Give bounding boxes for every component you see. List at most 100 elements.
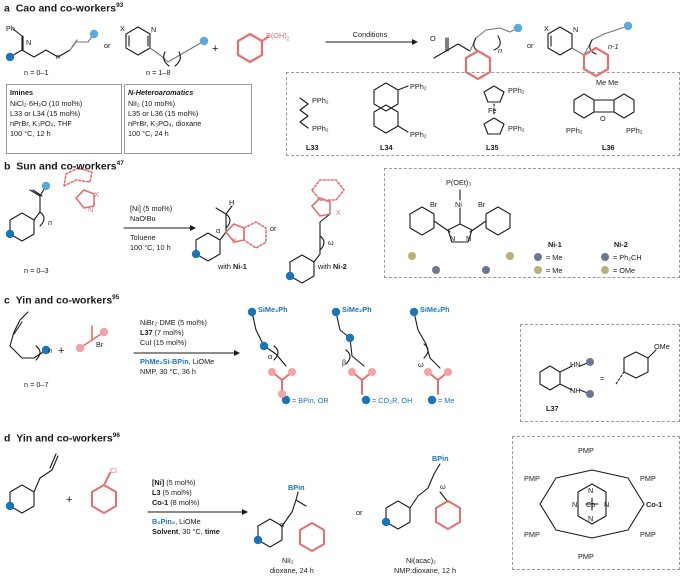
b-cond1: [Ni] (5 mol%) — [130, 204, 173, 213]
d-cond1: [Ni] (5 mol%) — [152, 478, 196, 487]
imines-line1: NiCl₂·6H₂O (10 mol%) — [10, 99, 83, 108]
b-n-sub: n — [48, 218, 53, 227]
L34-pph2-top: PPh₂ — [410, 82, 427, 91]
L36-me: Me Me — [596, 78, 619, 87]
c-alpha: α — [268, 352, 273, 361]
d-prod1-cond: dioxane, 24 h — [270, 566, 314, 575]
prod-n-label: N — [573, 25, 579, 34]
imines-line4: 100 °C, 12 h — [10, 129, 51, 138]
imines-line3: nPrBr, K₃PO₄, THF — [10, 119, 72, 128]
plus-c: + — [58, 345, 65, 357]
ligand-L36 — [573, 93, 635, 119]
b-cond4: 100 °C, 10 h — [130, 243, 171, 252]
b-x-prod2: X — [336, 208, 341, 217]
co1-label: Co-1 — [646, 500, 663, 509]
prod-n1-label: n-1 — [608, 42, 619, 51]
pmp-left-top: PMP — [524, 474, 540, 483]
imines-title: Imines — [10, 88, 34, 97]
d-alpha: α — [280, 520, 285, 529]
d-or: or — [356, 508, 363, 517]
ligand-box-a — [286, 72, 680, 156]
heteroarene-product — [547, 25, 629, 56]
conditions-label: Conditions — [352, 30, 388, 39]
azole-reagent-b — [63, 167, 95, 209]
plus-d: + — [66, 494, 73, 506]
pmp-bottom: PMP — [578, 552, 594, 561]
c-legend-2: = CO₂R, OH — [372, 396, 413, 405]
ni-center: Ni — [455, 200, 462, 209]
nhc-n-right: N — [466, 234, 472, 243]
ni1-b: = Me — [546, 266, 563, 275]
product-ni2 — [289, 213, 331, 284]
d-bpin-1: BPin — [288, 483, 305, 492]
heteroarene-substrate — [125, 26, 205, 67]
product-d-alpha-aryl — [299, 522, 325, 552]
imine-substrate — [9, 28, 95, 58]
or-a2: or — [527, 41, 534, 50]
por-n-right: N — [604, 500, 610, 509]
c-legend-3: = Me — [438, 396, 455, 405]
L35-fe: Fe — [488, 106, 497, 115]
plus-a: + — [212, 43, 219, 55]
panel-d-header: d Yin and co-workers96 — [4, 432, 120, 445]
L35-label: L35 — [486, 143, 499, 152]
catalyst-box-b — [384, 168, 680, 278]
imines-conditions-box — [6, 84, 122, 154]
het-title: N-Heteroaromatics — [128, 88, 194, 97]
het-line1: NiI₂ (10 mol%) — [128, 99, 176, 108]
b-or: or — [270, 224, 277, 233]
panel-a-header: a Cao and co-workers93 — [4, 2, 124, 15]
het-n-label: N — [151, 25, 157, 34]
br-right: Br — [478, 200, 486, 209]
b-alpha: α — [216, 226, 221, 235]
ligand-L34 — [373, 82, 409, 134]
br-left: Br — [430, 200, 438, 209]
L36-label: L36 — [602, 143, 615, 152]
het-x-label: X — [120, 24, 125, 33]
b-h-label: H — [229, 198, 235, 207]
ligand-box-c — [520, 324, 680, 422]
L34-pph2-bottom: PPh₂ — [410, 130, 427, 139]
ni2-title: Ni-2 — [614, 240, 628, 249]
pmp-top: PMP — [578, 446, 594, 455]
L37-label: L37 — [546, 404, 559, 413]
product-ni1-azole — [225, 221, 267, 249]
c-range: n = 0–7 — [24, 380, 49, 389]
imine-range: n = 0–1 — [24, 68, 49, 77]
ligand-L33 — [299, 97, 309, 129]
d-prod2-cond: NMP:dioxane, 12 h — [394, 566, 457, 575]
product-d-omega — [385, 463, 449, 530]
alkene-substrate-b — [9, 185, 47, 242]
L36-pph2-right: PPh₂ — [626, 126, 643, 135]
por-n-left: N — [572, 500, 578, 509]
with-ni1: with Ni-1 — [218, 262, 247, 271]
b-omega: ω — [328, 238, 334, 247]
ketone-n-label: n — [498, 46, 503, 55]
L35-pph2-top: PPh₂ — [508, 86, 525, 95]
product-d-omega-aryl — [435, 500, 461, 530]
b-x-label: X — [94, 190, 99, 199]
product-ni2-azole — [311, 179, 345, 217]
alkyl-bromide-c — [79, 325, 105, 349]
c-legend-1: = BPin, OR — [292, 396, 329, 405]
catalyst-box-d — [512, 436, 680, 570]
c-br: Br — [96, 340, 104, 349]
b-n-label: N — [88, 205, 94, 214]
d-omega: ω — [440, 482, 446, 491]
ni-nhc-catalyst — [409, 189, 511, 243]
allylarene-substrate — [9, 453, 59, 514]
d-prod1-cat: NiI₂ — [282, 556, 294, 565]
aryl-boronic-acid — [236, 32, 270, 64]
product-c-alkyl-red — [271, 371, 449, 395]
d-cond2: L3 (5 mol%) — [152, 488, 192, 497]
c-cond3: CuI (15 mol%) — [140, 338, 187, 347]
co-center: Co — [586, 500, 596, 509]
d-cond4: B₂Pin₂, LiOMe — [152, 517, 201, 526]
d-cond3: Co-1 (8 mol%) — [152, 498, 200, 507]
L37-nh-top: HN — [570, 360, 581, 369]
ligand-L35 — [483, 85, 505, 135]
c-n-sub: n — [48, 346, 53, 355]
alkene-substrate-c — [9, 311, 47, 361]
het-line4: 100 °C, 24 h — [128, 129, 169, 138]
